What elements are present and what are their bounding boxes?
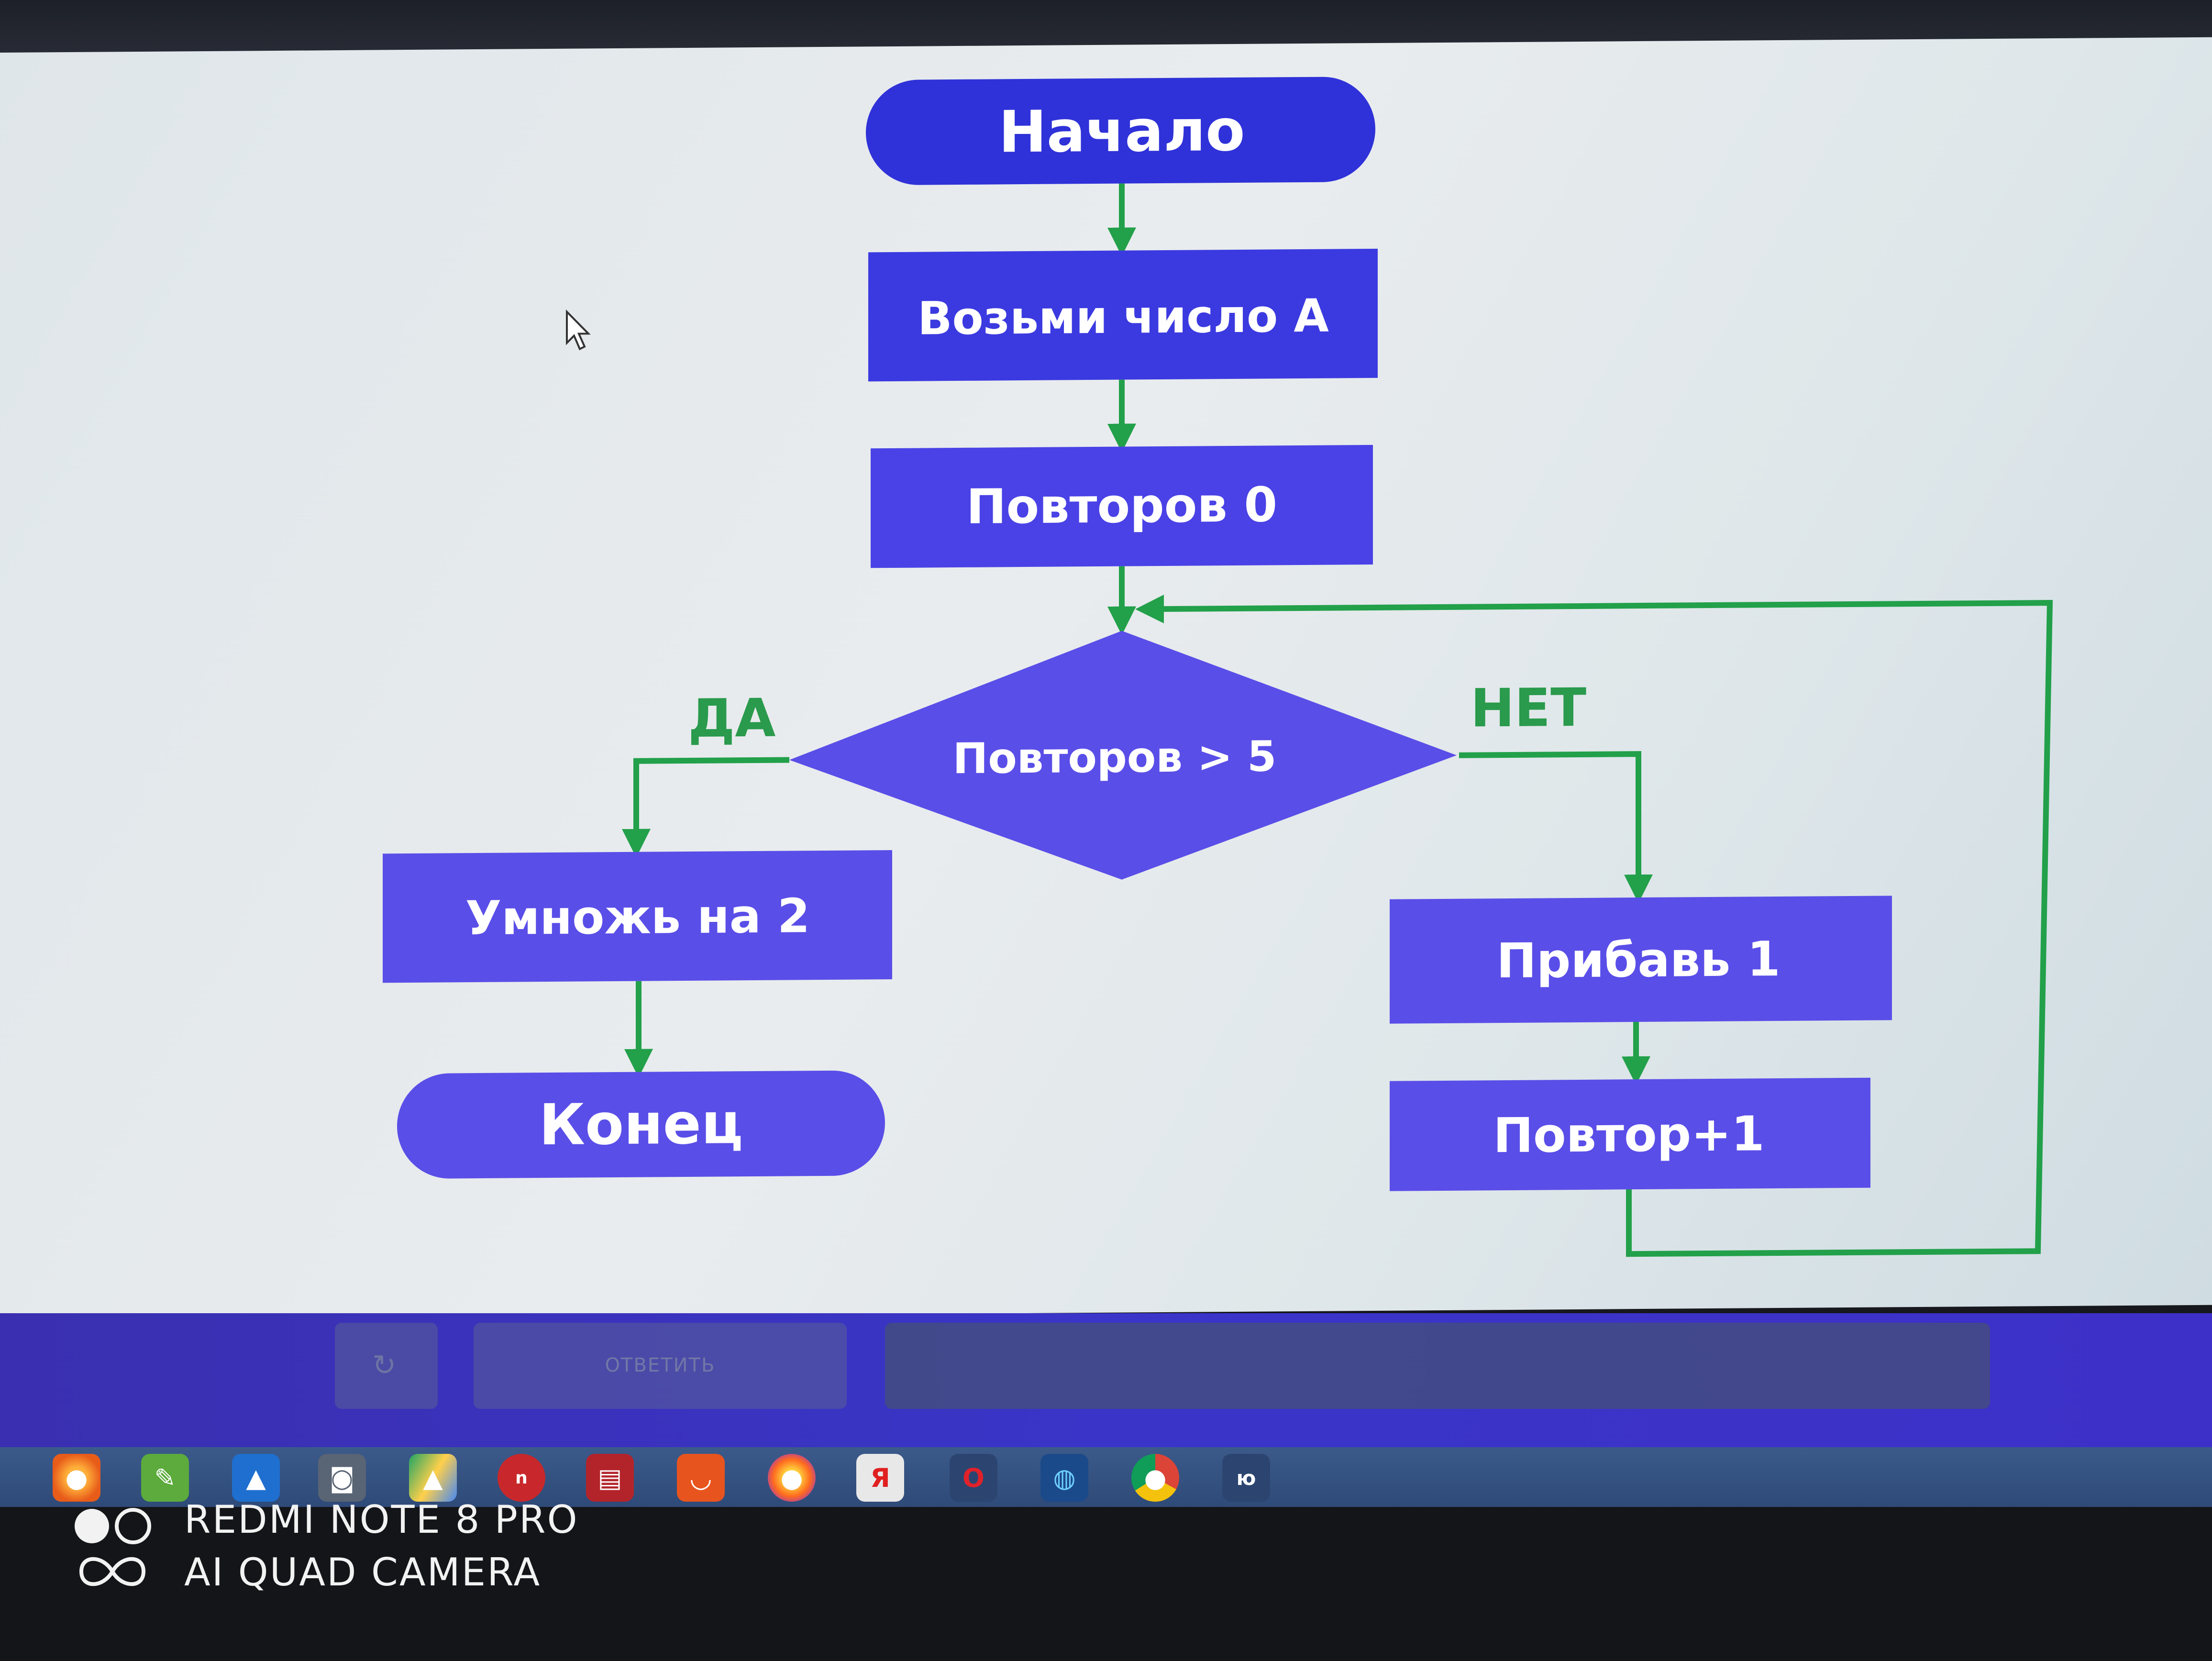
repeats-init-label: Повторов 0 xyxy=(966,476,1277,535)
answer-bar: ↻ ОТВЕТИТЬ xyxy=(0,1313,2212,1457)
condition-node xyxy=(789,631,1457,880)
yu-icon[interactable]: ю xyxy=(1222,1454,1270,1502)
multiply-node xyxy=(383,850,892,983)
monitor-bezel-bottom xyxy=(0,1507,2212,1661)
firefox-icon[interactable]: ● xyxy=(768,1454,816,1502)
add-one-node xyxy=(1390,896,1892,1024)
opera-icon[interactable]: O xyxy=(950,1454,997,1502)
screen: Начало Возьми число А Повторов 0 Повторо… xyxy=(0,37,2212,1321)
app-icon[interactable]: ▲ xyxy=(232,1454,280,1502)
repeat-inc-label: Повтор+1 xyxy=(1493,1106,1764,1163)
loop-back-arrow xyxy=(1135,595,2053,1257)
feather-icon[interactable]: ✎ xyxy=(141,1454,189,1502)
add-one-label: Прибавь 1 xyxy=(1496,931,1781,989)
end-label: Конец xyxy=(539,1090,743,1158)
multiply-label: Умножь на 2 xyxy=(465,889,810,946)
nero-icon[interactable]: n xyxy=(498,1454,545,1502)
start-node xyxy=(866,77,1375,185)
take-number-node xyxy=(868,248,1378,382)
condition-label: Повторов > 5 xyxy=(953,731,1277,783)
chrome-icon[interactable]: ● xyxy=(1131,1454,1179,1502)
take-number-label: Возьми число А xyxy=(918,290,1329,345)
camera-icon[interactable]: ◙ xyxy=(318,1454,366,1502)
undo-icon: ↻ xyxy=(372,1349,397,1382)
reply-button[interactable]: ОТВЕТИТЬ xyxy=(474,1323,847,1409)
no-label: НЕТ xyxy=(1471,677,1586,739)
firefox-icon[interactable]: ● xyxy=(53,1454,100,1502)
repeat-inc-node xyxy=(1390,1077,1870,1191)
arrow-yes-branch xyxy=(622,757,789,858)
reply-button-label: ОТВЕТИТЬ xyxy=(605,1354,716,1376)
watermark-device: REDMI NOTE 8 PRO xyxy=(184,1497,579,1542)
undo-button[interactable]: ↻ xyxy=(335,1323,438,1409)
mouse-cursor xyxy=(566,309,591,351)
start-label: Начало xyxy=(998,98,1245,166)
book-icon[interactable]: ▤ xyxy=(586,1454,634,1502)
watermark-camera: AI QUAD CAMERA xyxy=(184,1550,542,1595)
google-drive-icon[interactable]: ▲ xyxy=(409,1454,457,1502)
camera-logo xyxy=(75,1508,151,1586)
aliexpress-icon[interactable]: ◡ xyxy=(677,1454,725,1502)
flowchart: Начало Возьми число А Повторов 0 Повторо… xyxy=(383,77,2053,1257)
taskbar: ● ✎ ▲ ◙ ▲ n ▤ ◡ ● Я O ◍ ● ю xyxy=(0,1447,2212,1507)
arrow-no-branch xyxy=(1459,751,1653,904)
yandex-icon[interactable]: Я xyxy=(856,1454,904,1502)
repeats-init-node xyxy=(871,444,1373,568)
yes-label: ДА xyxy=(688,687,775,749)
end-node xyxy=(397,1070,885,1179)
globe-icon[interactable]: ◍ xyxy=(1040,1454,1088,1502)
answer-input[interactable] xyxy=(885,1323,1990,1409)
